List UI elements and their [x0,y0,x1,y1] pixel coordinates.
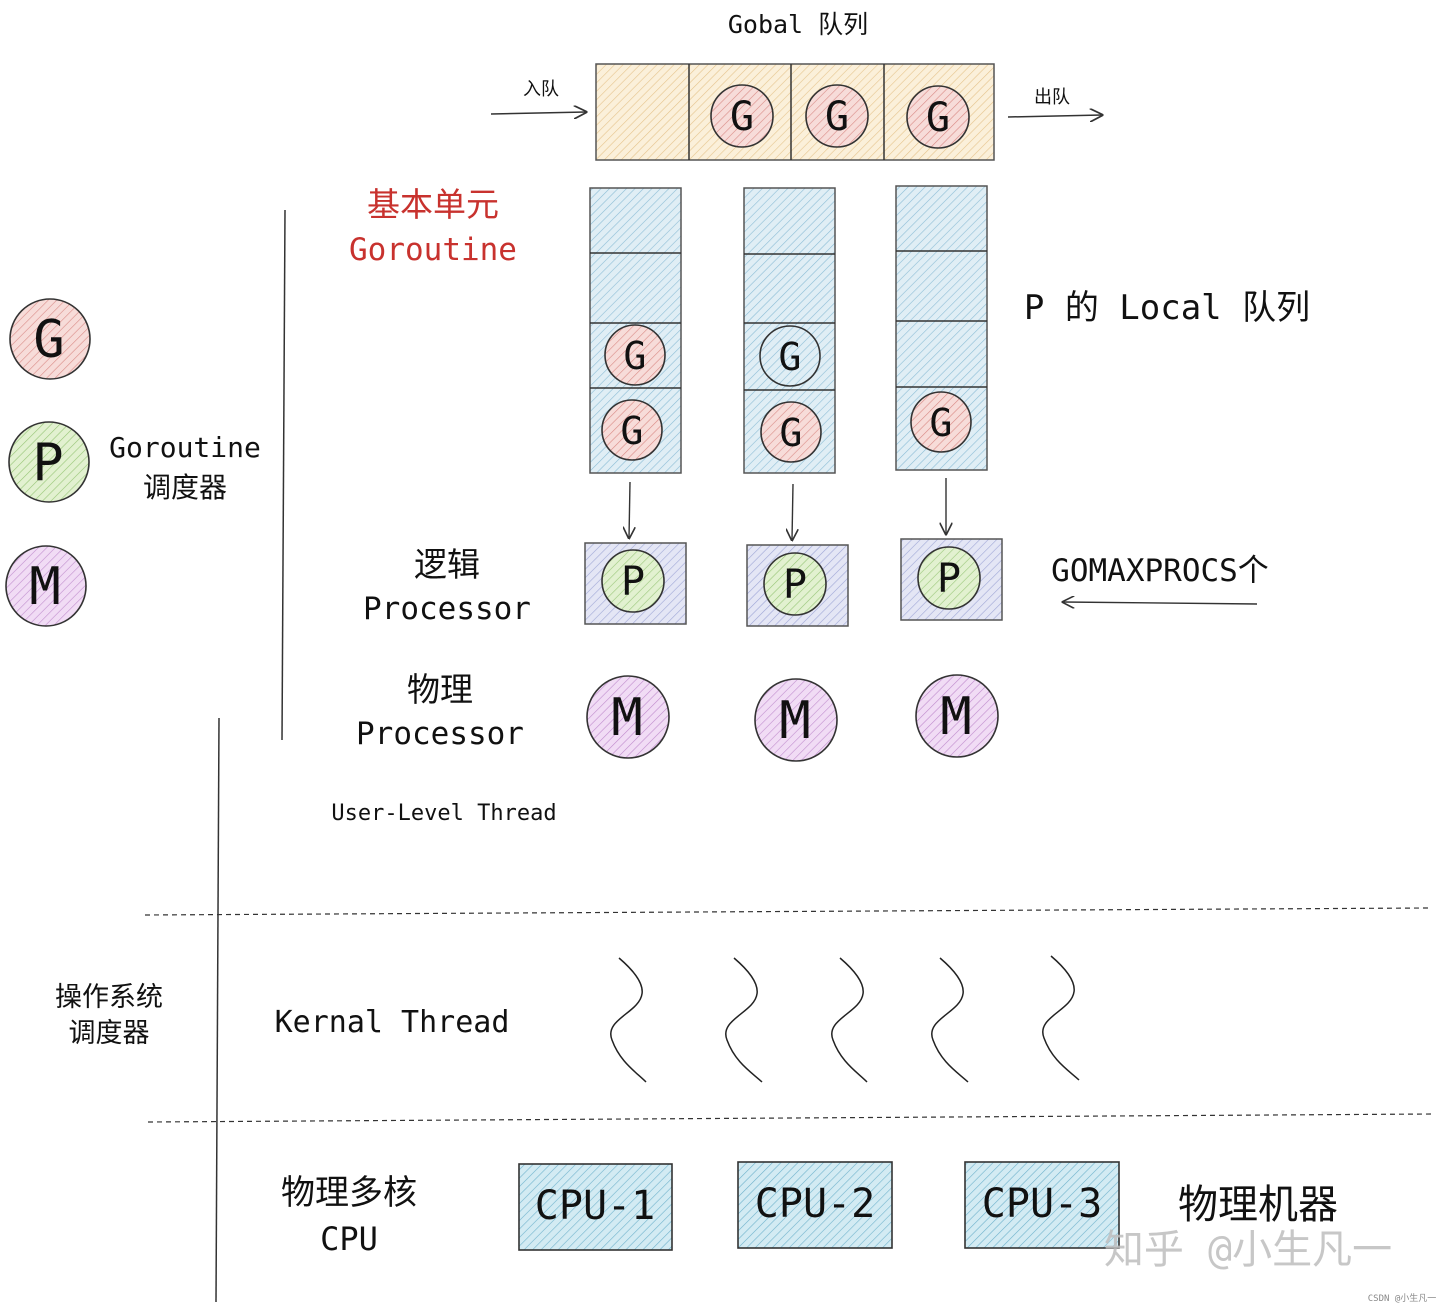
dequeue-arrow [1007,115,1102,117]
goroutine-letter: G [779,335,802,379]
local-queue-3: G [895,185,988,471]
goroutine-letter: G [926,95,950,141]
global-queue: Gobal 队列 入队 G G G 出队 [490,10,1102,161]
kernel-thread-squiggle [831,957,868,1083]
csdn-watermark: CSDN @小生凡一 [1368,1292,1437,1304]
user-level-thread-label: User-Level Thread [331,801,556,826]
kernel-thread-squiggle [931,957,969,1083]
legend-p-letter: P [32,433,63,493]
scheduler-subtitle: 调度器 [143,471,227,504]
goroutine-unit-title: 基本单元 [367,185,499,224]
local-goroutine: G [759,325,821,387]
scheduler-title: Goroutine [109,431,261,464]
cpu-label: CPU-3 [982,1181,1102,1227]
goroutine-letter: G [780,411,803,455]
dequeue-label: 出队 [1034,87,1070,108]
cpu-label: CPU-2 [755,1181,875,1227]
kernel-thread-squiggle [1042,955,1080,1081]
goroutine-letter: G [621,409,644,453]
machine-3: M [915,674,999,758]
processor-box-1: P [584,542,687,625]
local-goroutine: G [760,401,822,463]
machine-letter: M [779,691,810,751]
kernel-hardware-separator [147,1113,1433,1123]
kernel-thread-squiggle [610,957,647,1083]
local-queue-2: G G [743,187,836,474]
logical-processor-subtitle: Processor [363,591,531,627]
physical-machine-label: 物理机器 [1178,1182,1338,1228]
global-goroutine: G [906,85,970,149]
cpu-2: CPU-2 [737,1161,893,1249]
queue-to-p-arrow [629,481,630,538]
local-goroutine: G [601,399,663,461]
legend-goroutine: G [9,298,91,380]
goroutine-letter: G [624,334,647,378]
zhihu-watermark: 知乎 @小生凡一 [1104,1227,1392,1273]
machine-1: M [586,675,670,759]
processor-box-2: P [746,544,849,627]
kernel-thread-label: Kernal Thread [275,1005,510,1040]
physical-processor-subtitle: Processor [356,716,524,752]
kernel-thread-squiggle [725,957,763,1083]
gomaxprocs-label: GOMAXPROCS个 [1051,553,1269,589]
local-goroutine: G [604,324,666,386]
global-queue-title: Gobal 队列 [728,10,868,39]
gomaxprocs-arrow [1063,602,1258,604]
goroutine-letter: G [930,401,953,445]
goroutine-letter: G [730,94,754,140]
machine-letter: M [940,687,971,747]
multicore-subtitle: CPU [320,1220,378,1258]
cpu-label: CPU-1 [535,1183,655,1229]
local-queue-1: G G [589,187,682,474]
multicore-title: 物理多核 [281,1173,417,1213]
queue-to-p-arrow [792,483,793,540]
local-queue-label: P 的 Local 队列 [1024,288,1310,328]
processor-letter: P [621,559,645,605]
scheduler-divider [281,209,286,741]
legend-processor: P [8,421,90,503]
legend-g-letter: G [33,310,64,370]
user-kernel-separator [144,907,1429,916]
os-divider [215,717,220,1303]
processor-letter: P [937,556,961,602]
global-goroutine: G [805,84,869,148]
legend: G P M Goroutine 调度器 [5,298,261,627]
machine-2: M [754,678,838,762]
goroutine-unit-subtitle: Goroutine [349,232,517,268]
local-goroutine: G [910,391,972,453]
physical-processor-title: 物理 [407,670,473,709]
machine-letter: M [611,688,642,748]
enqueue-label: 入队 [523,79,559,100]
legend-machine: M [5,545,87,627]
cpu-1: CPU-1 [518,1163,673,1251]
legend-m-letter: M [29,557,60,617]
cpu-3: CPU-3 [964,1161,1120,1249]
os-scheduler-subtitle: 调度器 [69,1018,150,1049]
logical-processor-title: 逻辑 [414,545,480,584]
global-goroutine: G [710,84,774,148]
enqueue-arrow [490,112,586,114]
goroutine-letter: G [825,94,849,140]
processor-box-3: P [900,538,1003,621]
os-scheduler-title: 操作系统 [55,982,163,1013]
processor-letter: P [783,562,807,608]
